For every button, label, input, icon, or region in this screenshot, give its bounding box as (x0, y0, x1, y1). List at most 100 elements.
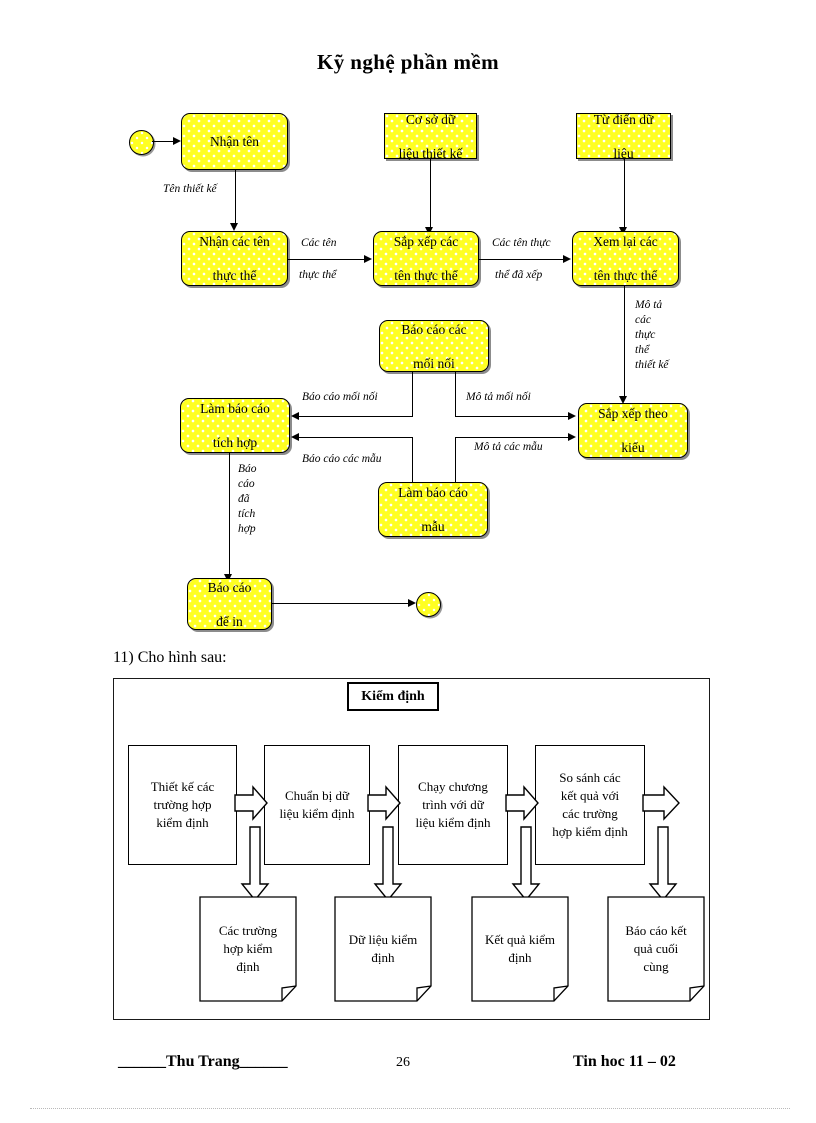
edge-label-mo-ta-cac-thuc-the-thiet-ke: Mô tả các thực thể thiết kế (635, 298, 689, 373)
process-box-line: kiểm định (156, 815, 209, 830)
document-box-line: Báo cáo kết (625, 923, 687, 938)
end-circle (416, 592, 441, 617)
edge-n6-to-n9 (624, 286, 625, 399)
edge-label-line: đã (238, 493, 250, 505)
diagram-header-kiem-dinh: Kiểm định (347, 682, 439, 711)
document-box-line: Kết quả kiểm (484, 932, 556, 947)
arrowhead-n11-end (408, 599, 416, 607)
node-tu-dien-du-lieu: Từ điển dữ liệu (576, 111, 671, 161)
edge-label-line: thể (635, 344, 650, 356)
node-bao-cao-cac-moi-noi: Báo cáo các mối nối (379, 320, 489, 372)
document-box-cac-truong-hop-kiem-dinh: Các trường hợp kiểm định (199, 896, 297, 1002)
arrowhead-n7-n8 (291, 412, 299, 420)
edge-label-line: thiết kế (635, 359, 669, 371)
node-label-line: liệu (613, 145, 634, 161)
footer-course: Tin hoc 11 – 02 (573, 1053, 676, 1070)
block-arrow-right-1 (234, 785, 268, 821)
node-label-line: thực thể (212, 268, 257, 283)
block-arrow-right-3 (505, 785, 539, 821)
edge-label-line: cáo (238, 478, 255, 490)
edge-label-mo-ta-moi-noi: Mô tả mối nối (466, 391, 531, 403)
block-arrow-down-3 (511, 826, 541, 902)
edge-n5-to-n6 (479, 259, 565, 260)
arrowhead-n10-n9 (568, 433, 576, 441)
edge-n10-to-n8-vert (412, 437, 413, 483)
node-label-line: tên thực thể (593, 268, 658, 283)
process-diagram-bottom: Kiểm định Thiết kế các trường hợp kiểm đ… (113, 678, 710, 1020)
block-arrow-right-4 (642, 785, 680, 821)
node-nhan-ten: Nhận tên (181, 113, 288, 170)
footer-page-number: 26 (396, 1055, 410, 1070)
node-label-line: liệu thiết kế (398, 145, 463, 161)
edge-n7-to-n9-horz (455, 416, 570, 417)
process-box-so-sanh-cac-ket-qua: So sánh các kết quả với các trường hợp k… (535, 745, 645, 865)
document-box-line: định (508, 950, 532, 965)
arrowhead-start-n1 (173, 137, 181, 145)
process-box-chay-chuong-trinh-voi-du-lieu-kiem-dinh: Chạy chương trình với dữ liệu kiểm định (398, 745, 508, 865)
arrowhead-n10-n8 (291, 433, 299, 441)
document-box-line: Dữ liệu kiểm (348, 932, 418, 947)
node-label-line: Sắp xếp theo (598, 406, 668, 421)
edge-label-line: thực (635, 329, 656, 341)
edge-label-bao-cao-da-tich-hop: Báo cáo đã tích hợp (238, 462, 284, 537)
process-box-line: Thiết kế các (150, 779, 215, 794)
edge-n3-to-n6 (624, 159, 625, 229)
edge-n4-to-n5 (288, 259, 366, 260)
node-lam-bao-cao-tich-hop: Làm báo cáo tích hợp (180, 398, 290, 453)
edge-label-line: hợp (238, 523, 256, 535)
node-label-line: mối nối (413, 355, 455, 371)
node-sap-xep-cac-ten-thuc-the: Sắp xếp các tên thực thể (373, 231, 479, 286)
arrowhead-n7-n9 (568, 412, 576, 420)
diagram-header-label: Kiểm định (361, 688, 425, 704)
node-label-line: Từ điển dữ (593, 111, 654, 127)
edge-n11-to-end (272, 603, 412, 604)
document-box-line: quả cuối (633, 941, 679, 956)
process-box-line: So sánh các (559, 770, 621, 785)
document-box-line: hợp kiểm (223, 941, 273, 956)
edge-n2-to-n5 (430, 159, 431, 229)
page-bottom-dotted-rule (30, 1108, 790, 1109)
process-box-line: kết quả với (560, 788, 620, 803)
document-box-line: định (236, 959, 260, 974)
edge-label-mo-ta-cac-mau: Mô tả các mẫu (474, 441, 543, 453)
edge-n10-to-n9-horz (455, 437, 570, 438)
edge-label-bao-cao-cac-mau: Báo cáo các mẫu (302, 453, 382, 465)
activity-diagram-top: Nhận tên Cơ sở dữ liệu thiết kế Từ điển … (129, 111, 689, 630)
arrowhead-n1-n4 (230, 223, 238, 231)
node-label-line: Làm báo cáo (200, 401, 270, 416)
page-title: Kỹ nghệ phần mềm (316, 50, 499, 74)
edge-label-line: Mô tả (635, 299, 663, 311)
process-box-chuan-bi-du-lieu-kiem-dinh: Chuẩn bị dữ liệu kiểm định (264, 745, 370, 865)
edge-label-cac-ten-line1: Các tên (301, 237, 337, 249)
node-label-line: Làm báo cáo (398, 485, 468, 500)
node-label-line: Xem lại các (593, 234, 658, 249)
node-co-so-du-lieu-thiet-ke: Cơ sở dữ liệu thiết kế (384, 111, 477, 161)
edge-n7-to-n8-vert (412, 372, 413, 416)
process-box-line: Chạy chương (418, 779, 488, 794)
edge-label-ten-thiet-ke: Tên thiết kế (163, 183, 217, 195)
node-label-line: kiểu (621, 440, 645, 455)
document-box-line: cùng (643, 959, 669, 974)
edge-n7-to-n9-vert (455, 372, 456, 416)
document-box-bao-cao-ket-qua-cuoi-cung: Báo cáo kết quả cuối cùng (607, 896, 705, 1002)
block-arrow-down-2 (373, 826, 403, 902)
document-box-du-lieu-kiem-dinh: Dữ liệu kiểm định (334, 896, 432, 1002)
edge-n7-to-n8-horz (299, 416, 413, 417)
question-heading: 11) Cho hình sau: (113, 649, 227, 666)
edge-start-to-n1 (152, 141, 176, 142)
edge-label-cac-ten-thuc-line1: Các tên thực (492, 237, 551, 249)
block-arrow-down-4 (648, 826, 678, 902)
node-label-line: tích hợp (212, 435, 258, 450)
start-circle (129, 130, 154, 155)
edge-label-line: tích (238, 508, 256, 520)
edge-n8-to-n11 (229, 453, 230, 577)
node-xem-lai-cac-ten-thuc-the: Xem lại các tên thực thể (572, 231, 679, 286)
block-arrow-down-1 (240, 826, 270, 902)
node-label-line: tên thực thể (394, 268, 458, 283)
edge-n10-to-n9-vert (455, 437, 456, 483)
node-label-line: Cơ sở dữ (405, 111, 456, 127)
node-label-line: Nhận các tên (199, 234, 270, 249)
process-box-line: trường hợp (153, 797, 212, 812)
process-box-line: trình với dữ (422, 797, 484, 812)
